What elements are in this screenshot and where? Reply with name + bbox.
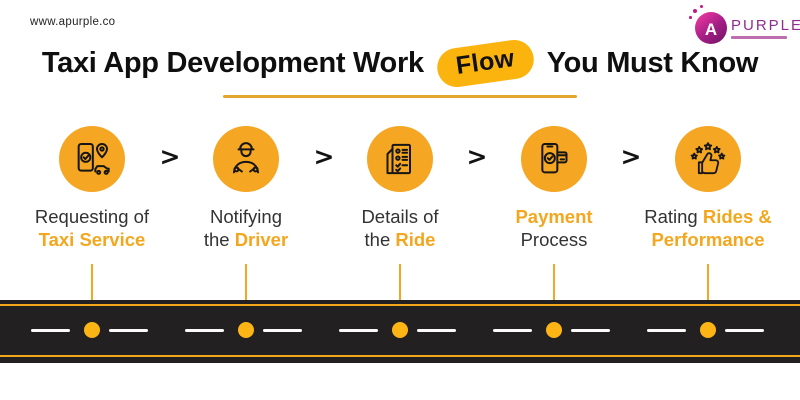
- driver-icon: [232, 142, 260, 174]
- step-label: Rating Rides & Performance: [644, 206, 772, 250]
- road-dash: [185, 329, 224, 332]
- road-dash: [493, 329, 532, 332]
- step-connector-line: [553, 264, 555, 330]
- road-dash: [725, 329, 764, 332]
- step-notifying-driver: Notifying the Driver: [169, 126, 323, 251]
- purple-splash-logo-icon: A: [689, 5, 727, 44]
- step-requesting-taxi-service: Requesting of Taxi Service: [15, 126, 169, 251]
- title-pre: Taxi App Development Work: [41, 47, 424, 79]
- step-payment-process: Payment Process: [477, 126, 631, 251]
- road-dash: [647, 329, 686, 332]
- step-rating-rides-performance: Rating Rides & Performance: [631, 126, 785, 251]
- road-dash: [417, 329, 456, 332]
- step-icon-circle: [59, 126, 125, 192]
- thumbs-up-stars-icon: [690, 142, 726, 175]
- road-dash: [109, 329, 148, 332]
- road-milestone-dot: [238, 322, 254, 338]
- road-dash: [263, 329, 302, 332]
- title-underline: [223, 95, 577, 98]
- road-edge-line: [0, 304, 800, 306]
- road-milestone-dot: [700, 322, 716, 338]
- chevron-right-icon: >: [313, 142, 335, 171]
- road-milestone-dot: [546, 322, 562, 338]
- logo-letter: A: [704, 19, 718, 39]
- workflow-steps: Requesting of Taxi Service Notifying the…: [15, 126, 785, 251]
- title-post: You Must Know: [546, 47, 759, 79]
- phone-taxi-request-icon: [77, 143, 110, 175]
- road-milestone-dot: [392, 322, 408, 338]
- step-label: Details of the Ride: [361, 206, 439, 250]
- step-label: Payment Process: [515, 206, 593, 250]
- road-graphic: [0, 300, 800, 363]
- step-label: Requesting of Taxi Service: [34, 206, 150, 250]
- step-connector-line: [707, 264, 709, 330]
- phone-payment-icon: [541, 143, 568, 174]
- apurple-logo[interactable]: A PURPLE: [689, 5, 800, 44]
- step-icon-circle: [367, 126, 433, 192]
- step-label: Notifying the Driver: [203, 206, 289, 250]
- ride-checklist-icon: [386, 143, 411, 175]
- step-ride-details: Details of the Ride: [323, 126, 477, 251]
- logo-tagline-bar: [731, 36, 787, 39]
- step-connector-line: [245, 264, 247, 330]
- road-dash: [31, 329, 70, 332]
- logo-brand-text: PURPLE: [731, 17, 800, 34]
- chevron-right-icon: >: [466, 142, 488, 171]
- step-connector-line: [91, 264, 93, 330]
- step-icon-circle: [521, 126, 587, 192]
- page-title: Taxi App Development Work Flow You Must …: [0, 37, 800, 90]
- step-connector-line: [399, 264, 401, 330]
- website-link[interactable]: www.apurple.co: [30, 16, 116, 28]
- road-milestone-dot: [84, 322, 100, 338]
- step-icon-circle: [675, 126, 741, 192]
- chevron-right-icon: >: [159, 142, 181, 171]
- flow-highlight-badge: Flow: [434, 37, 536, 90]
- road-dash: [571, 329, 610, 332]
- road-dash: [339, 329, 378, 332]
- chevron-right-icon: >: [620, 142, 642, 171]
- road-edge-line: [0, 355, 800, 357]
- step-icon-circle: [213, 126, 279, 192]
